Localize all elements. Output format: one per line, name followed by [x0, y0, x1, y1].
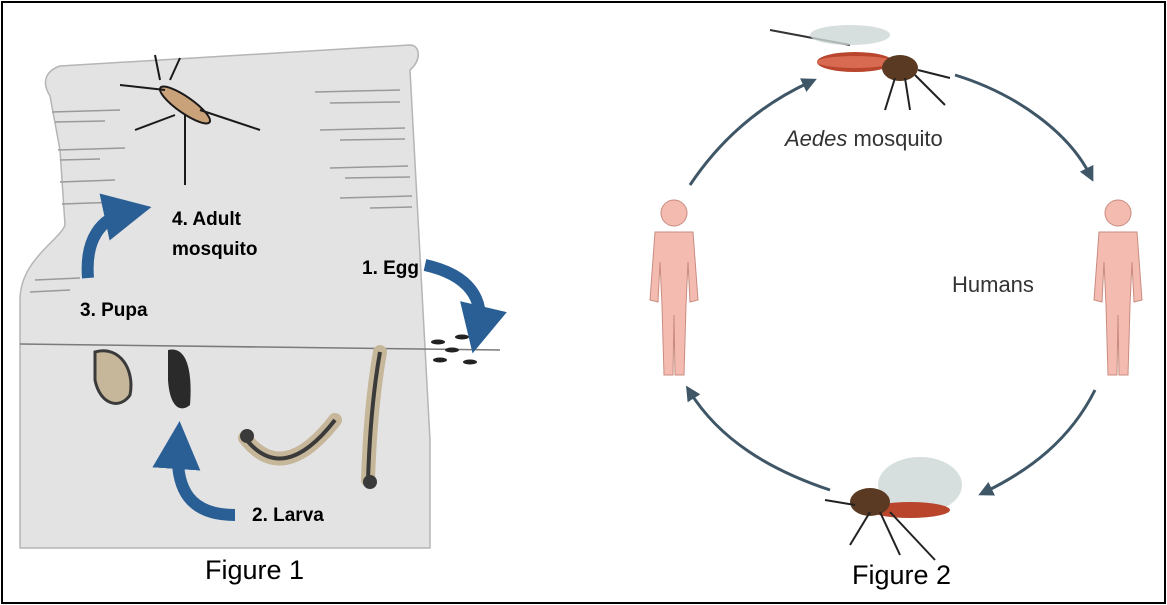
figure-2-illustration — [600, 0, 1167, 603]
aedes-genus: Aedes — [785, 126, 847, 151]
humans-label: Humans — [952, 272, 1034, 298]
aedes-mosquito-top — [770, 25, 950, 110]
step-larva-label: 2. Larva — [252, 505, 324, 527]
step-adult-label-line2: mosquito — [172, 235, 258, 265]
human-right — [1094, 200, 1142, 375]
aedes-mosquito-bottom — [825, 457, 962, 560]
figure-2-caption: Figure 2 — [852, 560, 951, 591]
mosquito-word: mosquito — [854, 126, 943, 151]
step-adult-label: 4. Adult mosquito — [172, 205, 258, 265]
figure-1-caption: Figure 1 — [205, 555, 304, 586]
step-pupa-label: 3. Pupa — [80, 300, 148, 322]
figure-2-transmission-cycle: Aedes mosquito Humans Figure 2 — [600, 0, 1167, 603]
step-adult-label-line1: 4. Adult — [172, 205, 258, 235]
aedes-mosquito-label: Aedes mosquito — [785, 126, 943, 152]
step-egg-label: 1. Egg — [362, 258, 419, 280]
human-left — [650, 200, 698, 375]
arrow-egg-to-larva — [425, 265, 480, 330]
figure-1-life-cycle: 1. Egg 2. Larva 3. Pupa 4. Adult mosquit… — [0, 0, 600, 603]
